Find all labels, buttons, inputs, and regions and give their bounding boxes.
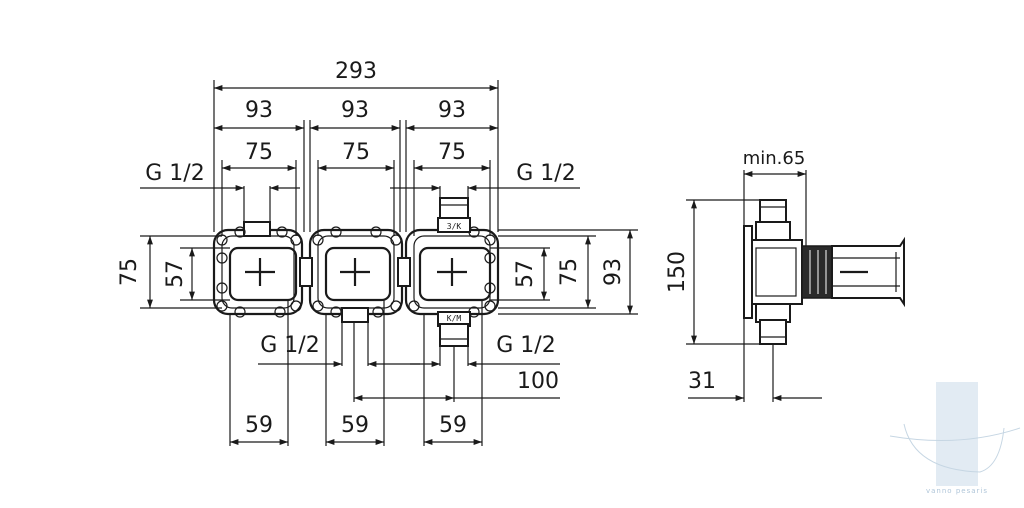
- mark-top: 3/K: [447, 222, 462, 231]
- watermark-logo: vanno pesaris: [889, 382, 1021, 495]
- dim-port-offset-2: 59: [341, 413, 369, 438]
- dim-box-width-2: 75: [342, 140, 370, 165]
- dim-min-depth: min.65: [743, 148, 806, 169]
- module-right: [397, 197, 500, 347]
- extension-lines: [140, 80, 638, 446]
- dim-side-height: 150: [665, 251, 690, 293]
- dim-module-width-1: 93: [245, 98, 273, 123]
- dim-inner-height-left: 57: [163, 260, 188, 288]
- dim-box-height-left: 75: [117, 258, 142, 286]
- dimension-lines: [140, 85, 633, 445]
- module-left: [212, 221, 304, 318]
- thread-label-left-top: G 1/2: [145, 161, 204, 186]
- dim-overall-width: 293: [335, 59, 377, 84]
- dim-box-width-3: 75: [438, 140, 466, 165]
- dim-box-height-right: 75: [557, 258, 582, 286]
- dim-inner-height-right: 57: [513, 260, 538, 288]
- dim-box-width-1: 75: [245, 140, 273, 165]
- side-view: [686, 170, 905, 402]
- thread-label-right-bottom: G 1/2: [496, 333, 555, 358]
- thread-label-right-top: G 1/2: [516, 161, 575, 186]
- module-middle: [299, 226, 404, 323]
- dim-port-spacing: 100: [517, 369, 559, 394]
- dim-module-width-2: 93: [341, 98, 369, 123]
- dim-port-offset-3: 59: [439, 413, 467, 438]
- watermark-text: vanno pesaris: [926, 487, 988, 495]
- mark-bottom: K/M: [447, 314, 462, 323]
- dim-overall-height: 93: [601, 258, 626, 286]
- dim-module-width-3: 93: [438, 98, 466, 123]
- dim-side-offset: 31: [688, 369, 716, 394]
- dim-port-offset-1: 59: [245, 413, 273, 438]
- thread-label-left-bottom: G 1/2: [260, 333, 319, 358]
